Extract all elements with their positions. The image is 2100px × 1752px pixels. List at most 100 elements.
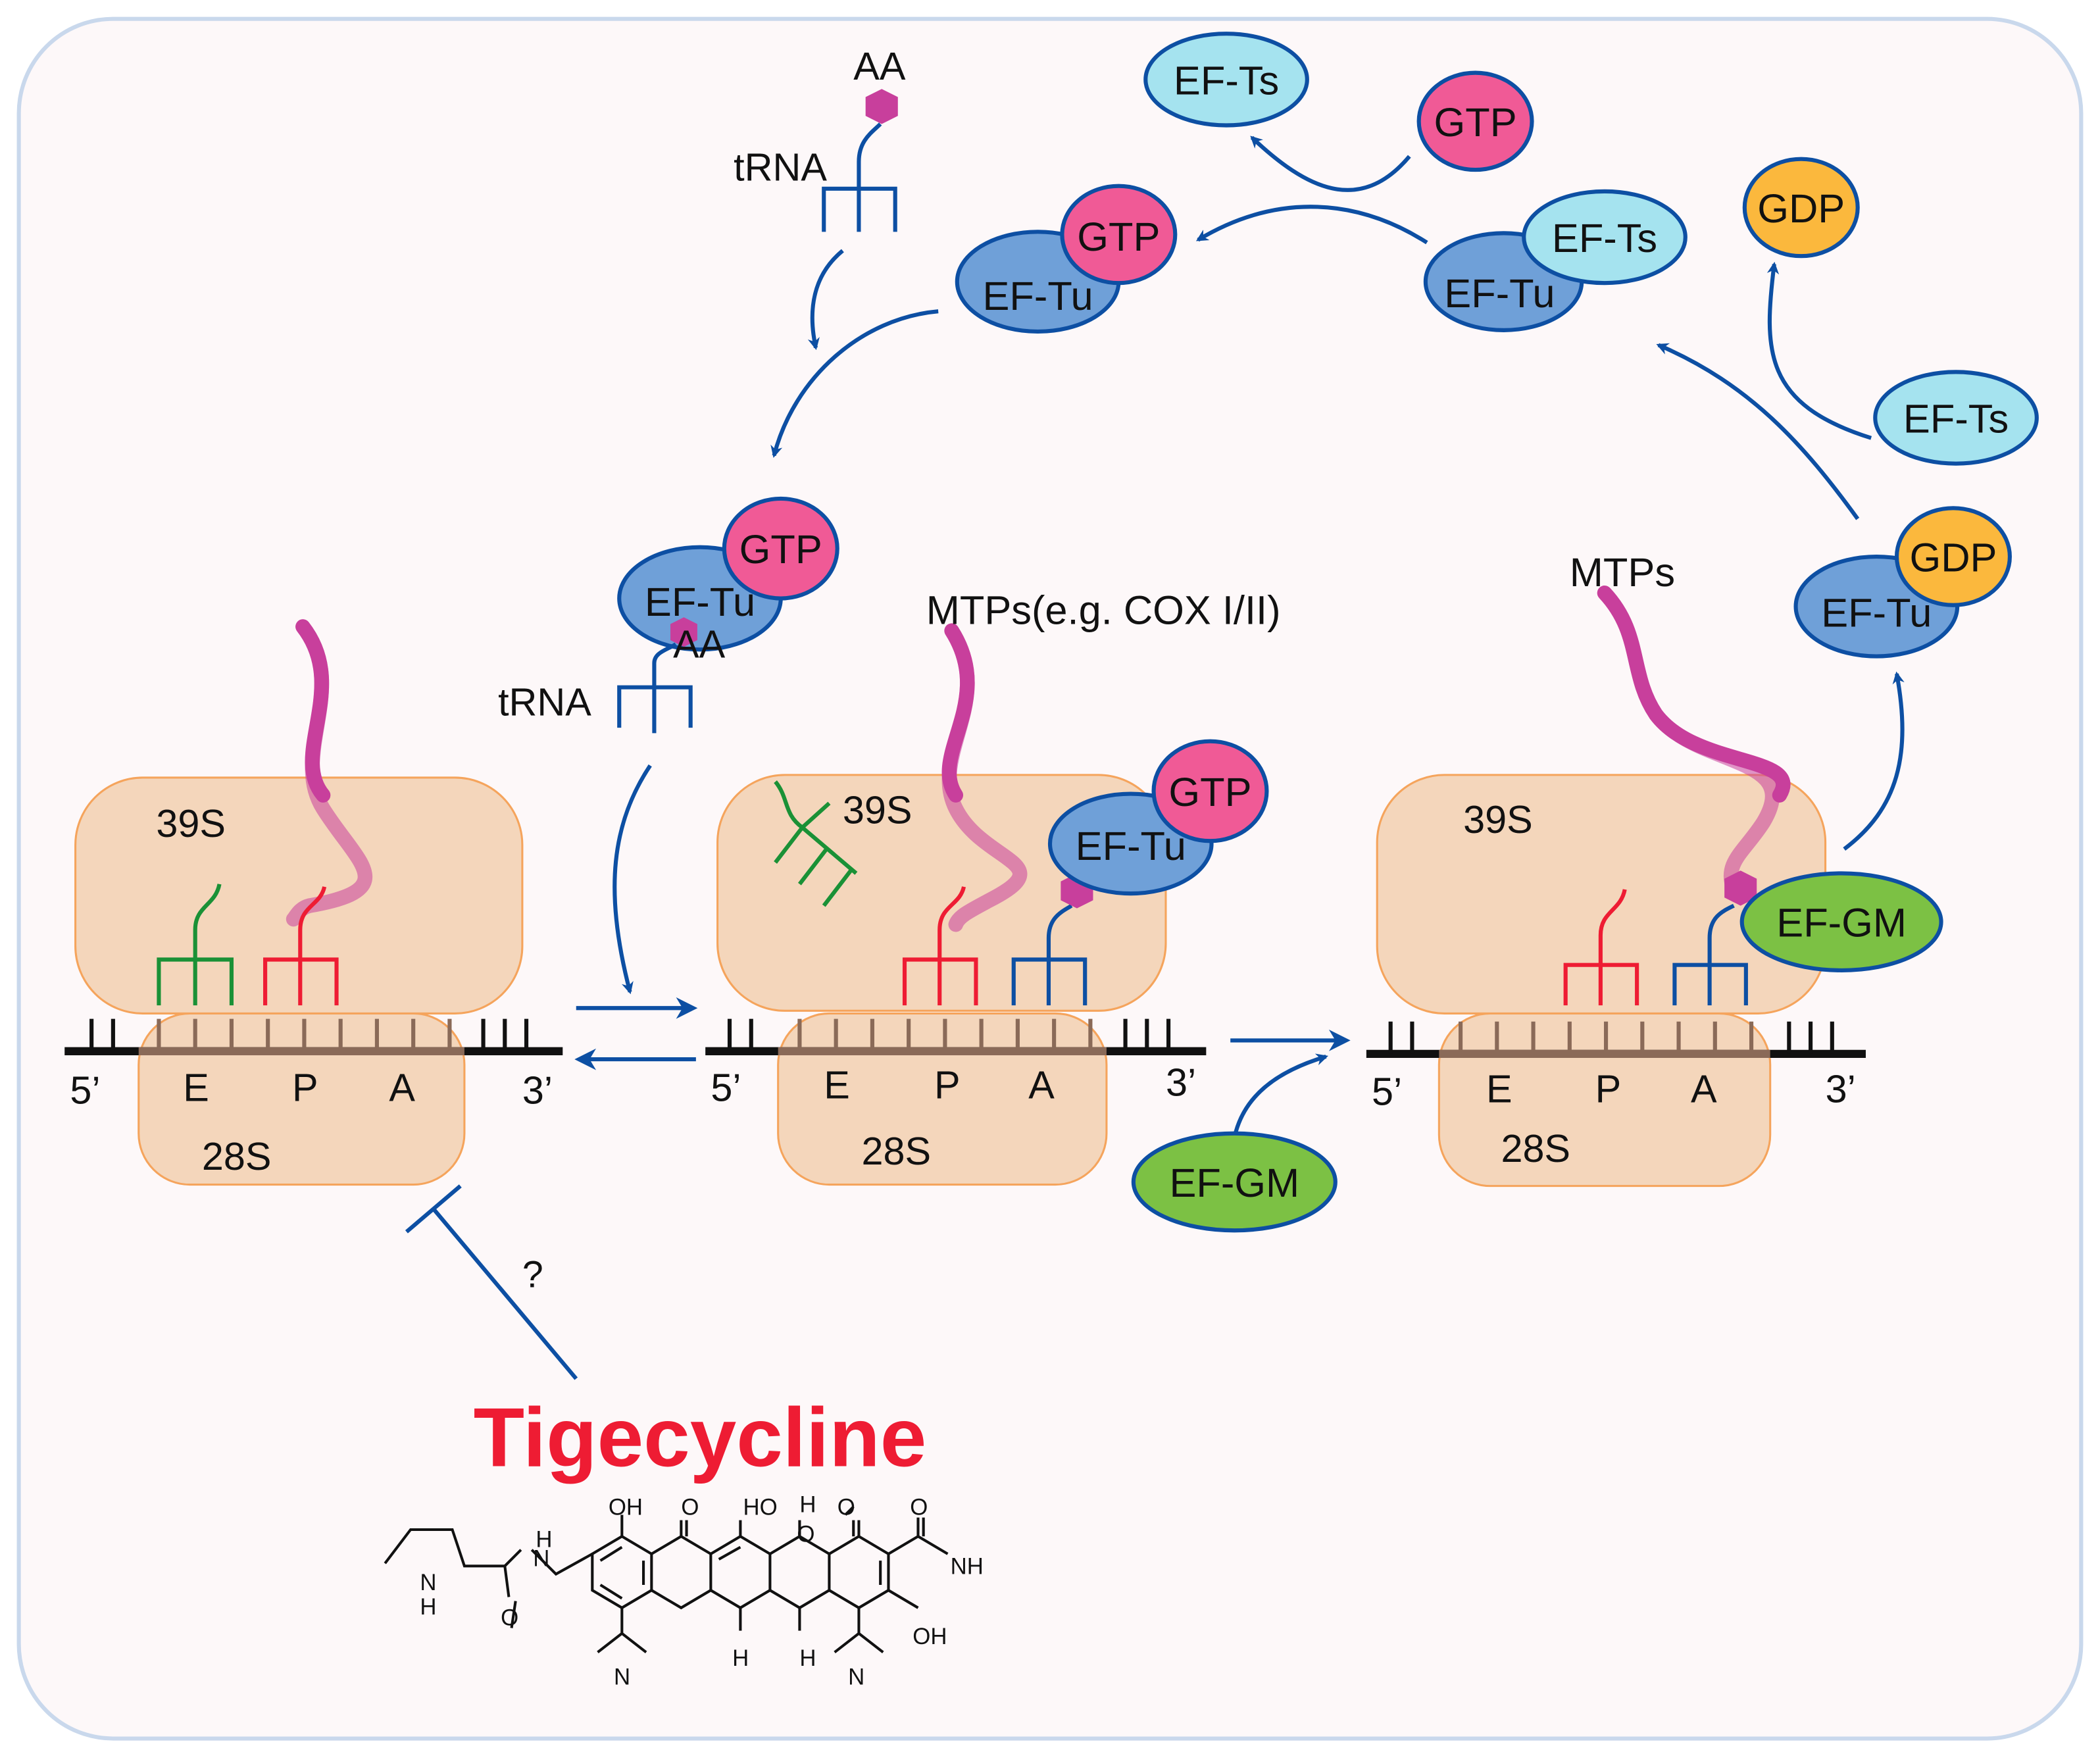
ef-ts-to-gdp-release-arrow [1766,261,1872,440]
ef-gm-release-arrow [1843,671,1905,851]
ribosome-3: EF-GM 39S 28S E P A 5’ 3’ MTPs [1366,550,1943,1188]
drug-name: Tigecycline [474,1391,927,1484]
label-28s: 28S [1501,1126,1570,1170]
mtps-example-label: MTPs(e.g. COX I/II) [926,588,1281,633]
gtp-bubble [1151,739,1269,843]
label-site-a: A [389,1066,415,1110]
label-site-p: P [292,1066,318,1110]
gtp-free-label: GTP [1434,100,1517,145]
atom-ho: HO [743,1494,777,1520]
ribosome-2: EF-Tu GTP 39S 28S E P A 5’ 3’ MTPs(e.g. … [705,588,1281,1186]
atom-n: N [614,1664,630,1690]
ef-tu-label: EF-Tu [1444,271,1555,316]
large-subunit-39s [74,776,524,1014]
ef-tu-label: EF-Tu [1821,591,1932,636]
label-site-e: E [824,1063,850,1107]
amino-acid [670,617,697,647]
ef-ts-label: EF-Ts [1552,216,1657,261]
atom-o: O [797,1521,814,1547]
atom-o: O [910,1494,928,1520]
cycle-arrows [770,136,1905,851]
atom-o: O [501,1605,518,1630]
tigecycline-atom-labels: OH O HO H O O O NH OH H N H N O N N H H [420,1491,983,1689]
label-five-prime: 5’ [70,1068,100,1113]
gtp-bubble [1060,184,1178,286]
gtp-exchange-arrow [1195,205,1428,245]
ef-gm-entry-arrow [1234,1053,1328,1133]
label-39s: 39S [1463,797,1533,841]
tigecycline-structure [384,1505,949,1654]
ef-ts-bubble-top [1143,32,1309,128]
p-site-trna [902,886,978,1006]
label-site-p: P [934,1063,961,1107]
gdp-free-label: GDP [1757,186,1845,232]
atom-o: O [838,1494,855,1520]
ef-tu-label: EF-Tu [982,274,1093,319]
question-mark: ? [522,1253,543,1295]
ef-gm-bubble [1739,871,1943,972]
ternary-complex: EF-Tu GTP AA tRNA [498,496,839,734]
atom-oh: OH [913,1624,947,1649]
label-three-prime: 3’ [522,1068,553,1113]
gtp-label: GTP [739,527,822,572]
e-site-trna [157,884,234,1006]
mrna-strand [64,1018,563,1055]
label-39s: 39S [843,788,913,832]
aminoacyl-trna-delivery-arrow [612,764,652,995]
amino-acid [865,89,898,124]
label-39s: 39S [156,801,226,845]
mtps-label: MTPs [1570,550,1675,595]
ef-ts-label-top: EF-Ts [1174,58,1279,103]
ef-tu-label: EF-Tu [1076,824,1186,869]
p-site-trna [263,886,339,1006]
small-subunit-28s [777,1012,1108,1186]
trna-label: tRNA [498,680,591,724]
label-site-a: A [1028,1063,1055,1107]
gtp-free-bubble [1416,70,1534,172]
atom-h: H [420,1594,436,1620]
gtp-bubble [722,496,839,601]
label-site-e: E [183,1066,209,1110]
aa-label: AA [853,44,906,88]
gdp-free-bubble [1742,157,1860,259]
exiting-trna [774,780,858,907]
label-28s: 28S [862,1129,932,1173]
label-three-prime: 3’ [1166,1060,1196,1104]
label-site-a: A [1691,1067,1717,1111]
ef-tu-gtp-complex: EF-Tu GTP [955,184,1178,334]
atom-n: N [420,1570,436,1595]
label-site-e: E [1486,1067,1512,1111]
transition-arrows [574,764,1351,1133]
label-site-p: P [1595,1067,1622,1111]
ef-ts-bubble [1522,189,1688,286]
gtp-label: GTP [1077,214,1160,260]
ef-gm-label: EF-GM [1776,901,1907,946]
atom-n: N [533,1545,549,1571]
a-site-trna [1011,903,1088,1006]
amino-acid [1724,870,1757,906]
atom-n: N [848,1664,864,1690]
trna-join-arrow [807,249,844,351]
ef-tu-label: EF-Tu [645,580,755,625]
ef-tu-ef-ts-complex: EF-Tu EF-Ts [1423,189,1688,332]
atom-o: O [681,1494,699,1520]
gtp-label: GTP [1168,770,1251,815]
aa-label: AA [673,622,726,666]
gdp-label: GDP [1909,536,1997,581]
nascent-peptide-exposed [941,623,975,803]
atom-h: H [732,1645,749,1671]
atom-oh: OH [609,1494,643,1520]
label-five-prime: 5’ [1372,1070,1402,1114]
atom-h: H [536,1527,552,1553]
ribosome-1: 39S 28S E P A 5’ 3’ [64,619,563,1186]
ef-tu-gdp-to-ef-ts-arrow [1656,343,1860,520]
label-five-prime: 5’ [711,1066,741,1110]
nascent-peptide-exposed [1597,586,1791,803]
nascent-peptide-exposed [295,619,331,803]
mrna-strand [1366,1021,1866,1059]
free-trna: AA tRNA [734,44,906,232]
gdp-bubble [1894,506,2012,607]
ef-gm-free-bubble [1131,1131,1338,1233]
label-28s: 28S [202,1134,272,1178]
